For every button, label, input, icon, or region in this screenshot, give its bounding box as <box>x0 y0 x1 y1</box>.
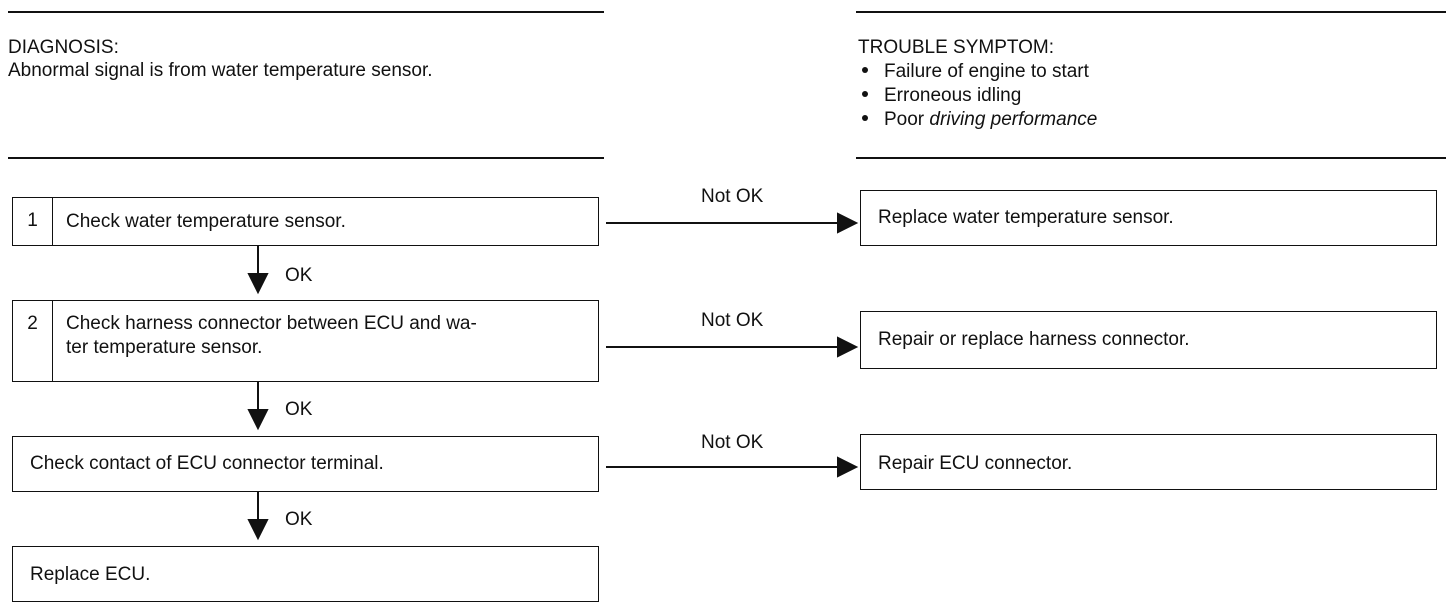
diagnosis-text: Abnormal signal is from water temperatur… <box>8 60 433 81</box>
bullet-icon <box>862 90 868 97</box>
bullet-icon <box>862 66 868 73</box>
mid-rule-left <box>8 157 604 159</box>
ok-label: OK <box>285 399 313 420</box>
step-box-2: 2 Check harness connector between ECU an… <box>12 300 599 382</box>
top-rule-left <box>8 11 604 13</box>
step-number: 2 <box>13 301 53 381</box>
ok-arrow-2-head <box>247 409 269 431</box>
action-text: Repair or replace harness connector. <box>878 329 1190 350</box>
step-text: Check water temperature sensor. <box>66 211 346 232</box>
symptom-heading: TROUBLE SYMPTOM: <box>858 37 1055 58</box>
diagnosis-heading: DIAGNOSIS: <box>8 37 119 58</box>
ok-arrow-3-head <box>247 519 269 541</box>
step-text-line-2: ter temperature sensor. <box>66 337 263 358</box>
action-text: Replace water temperature sensor. <box>878 207 1174 228</box>
ok-arrow-1-head <box>247 273 269 295</box>
bullet-icon <box>862 114 868 121</box>
action-box-2: Repair or replace harness connector. <box>860 311 1437 369</box>
ok-label: OK <box>285 265 313 286</box>
step-box-3: Check contact of ECU connector terminal. <box>12 436 599 492</box>
action-box-3: Repair ECU connector. <box>860 434 1437 490</box>
not-ok-label: Not OK <box>701 186 764 207</box>
mid-rule-right <box>856 157 1446 159</box>
notok-arrow-3-head <box>837 456 859 478</box>
not-ok-label: Not OK <box>701 432 764 453</box>
step-box-4: Replace ECU. <box>12 546 599 602</box>
step-number: 1 <box>13 198 53 245</box>
step-text: Replace ECU. <box>30 564 151 585</box>
step-text: Check contact of ECU connector terminal. <box>30 453 384 474</box>
symptom-item: Poor driving performance <box>862 108 1097 131</box>
action-box-1: Replace water temperature sensor. <box>860 190 1437 246</box>
not-ok-label: Not OK <box>701 310 764 331</box>
top-rule-right <box>856 11 1446 13</box>
symptom-item: Failure of engine to start <box>862 60 1089 83</box>
ok-label: OK <box>285 509 313 530</box>
action-text: Repair ECU connector. <box>878 453 1073 474</box>
symptom-item: Erroneous idling <box>862 84 1021 107</box>
step-box-1: 1 Check water temperature sensor. <box>12 197 599 246</box>
notok-arrow-1-head <box>837 212 859 234</box>
notok-arrow-2-head <box>837 336 859 358</box>
step-text-line-1: Check harness connector between ECU and … <box>66 313 477 334</box>
